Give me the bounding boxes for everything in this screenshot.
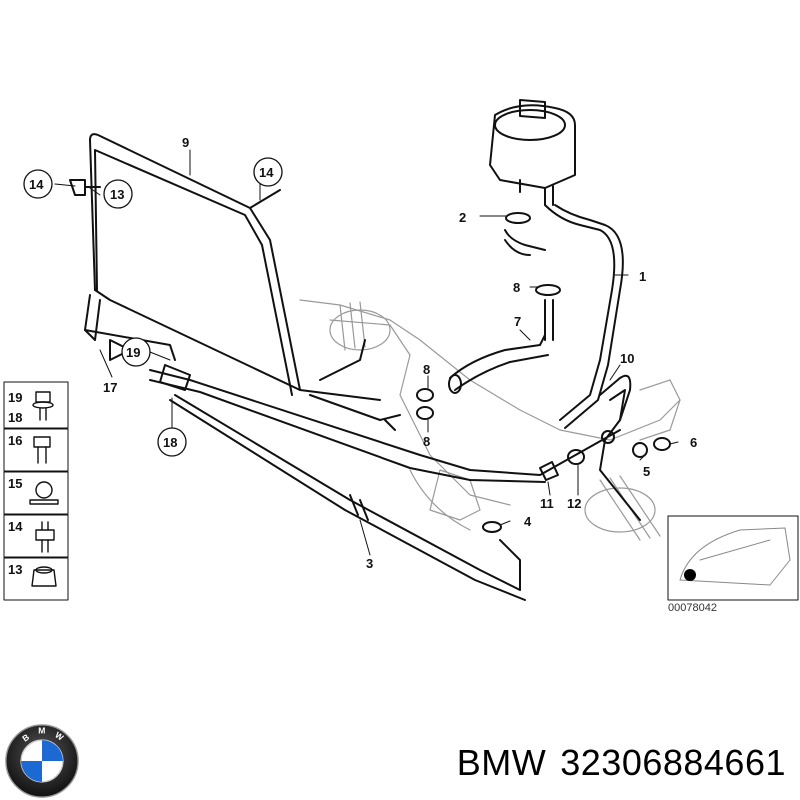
- label-8: 8: [423, 362, 430, 377]
- label-5: 5: [643, 464, 650, 479]
- cooler-loop: [89, 133, 381, 401]
- label-18: 18: [163, 435, 177, 450]
- bmw-roundel-icon: B M W: [5, 724, 79, 798]
- label-14: 14: [259, 165, 274, 180]
- legend-label-18: 18: [8, 410, 22, 425]
- banjo-bolt-11: [539, 461, 559, 481]
- legend-label-16: 16: [8, 433, 22, 448]
- label-7: 7: [514, 314, 521, 329]
- legend-label-19: 19: [8, 390, 22, 405]
- label-1: 1: [639, 269, 646, 284]
- label-2: 2: [459, 210, 466, 225]
- label-17: 17: [103, 380, 117, 395]
- hose-clamp-8-b: [416, 406, 434, 420]
- stud-nut-icon: [35, 521, 55, 553]
- label-10: 10: [620, 351, 634, 366]
- hose-clamp-2: [505, 212, 531, 224]
- label-3: 3: [366, 556, 373, 571]
- hose-clamp-8-a: [416, 388, 434, 402]
- part-number: 32306884661: [560, 742, 786, 783]
- label-13: 13: [110, 187, 124, 202]
- label-14: 14: [29, 177, 44, 192]
- seal-ring-6: [653, 437, 671, 451]
- hose-clamp-8-top: [535, 284, 561, 296]
- callout-circles: [23, 157, 283, 457]
- label-6: 6: [690, 435, 697, 450]
- label-4: 4: [524, 514, 532, 529]
- brand-name: BMW: [456, 742, 547, 783]
- label-11: 11: [540, 496, 554, 511]
- legend-label-13: 13: [8, 562, 22, 577]
- seal-ring-12: [567, 449, 585, 465]
- fitting-5: [632, 442, 648, 458]
- reservoir: [489, 99, 576, 206]
- label-9: 9: [182, 135, 189, 150]
- hose-7: [449, 334, 549, 391]
- label-19: 19: [126, 345, 140, 360]
- part-info-text: BMW 32306884661: [457, 742, 786, 784]
- hose-clamp-icon: [29, 481, 59, 505]
- bolt-icon: [33, 436, 51, 464]
- label-8: 8: [513, 280, 520, 295]
- bolt-with-washer-icon: [32, 391, 54, 421]
- inset-caption: 00078042: [668, 602, 717, 614]
- label-12: 12: [567, 496, 581, 511]
- label-8: 8: [423, 434, 430, 449]
- seal-ring-4: [482, 521, 502, 533]
- nut-icon: [31, 566, 57, 587]
- legend-label-14: 14: [8, 519, 23, 534]
- svg-text:M: M: [38, 725, 45, 735]
- vehicle-inset: [667, 515, 799, 601]
- legend-label-15: 15: [8, 476, 22, 491]
- hose-10: [599, 374, 641, 521]
- svg-text:B: B: [20, 732, 31, 744]
- legend-panel: [3, 381, 69, 601]
- hose-1: [544, 204, 616, 421]
- part-info-row: BMW 32306884661: [410, 738, 800, 788]
- location-dot: [684, 569, 696, 581]
